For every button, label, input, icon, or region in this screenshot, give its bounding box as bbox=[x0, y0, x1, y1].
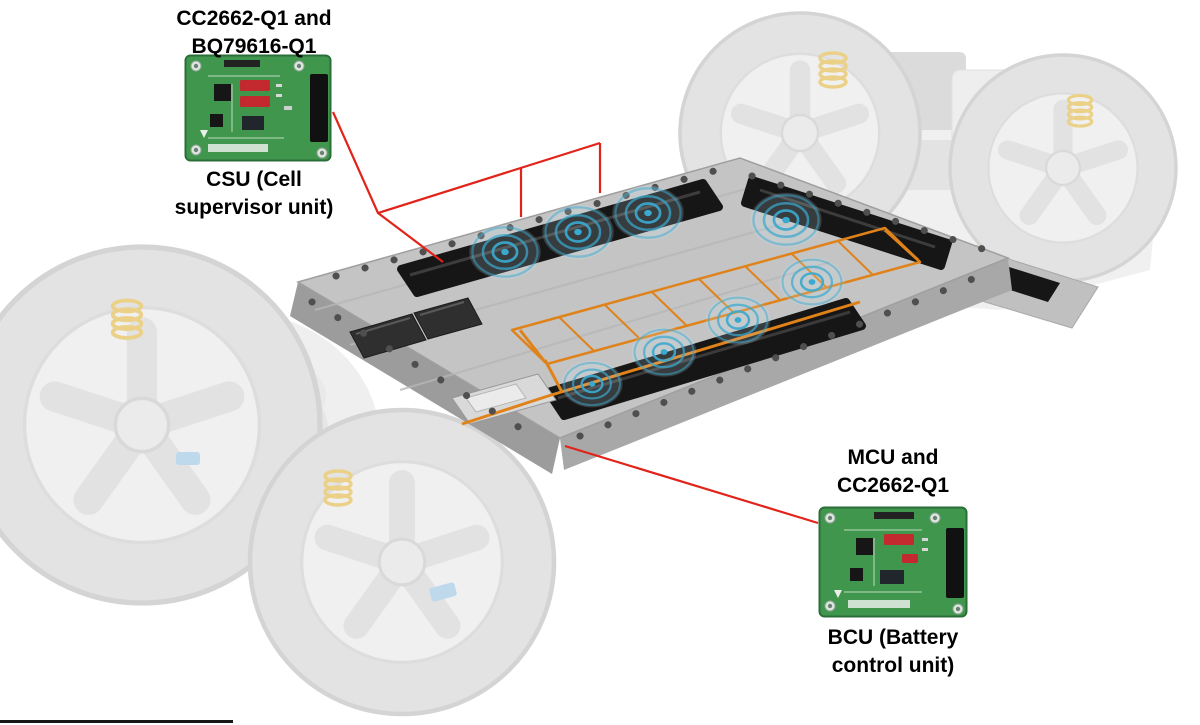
csu-board-image bbox=[184, 54, 332, 162]
wireless-signal-icon bbox=[630, 326, 698, 378]
csu-name-label: CSU (Cell supervisor unit) bbox=[118, 166, 390, 221]
csu-chip-label-line2: BQ79616-Q1 bbox=[191, 34, 317, 58]
wireless-signal-icon bbox=[778, 256, 846, 308]
callout-lines bbox=[331, 111, 819, 525]
bcu-name-label: BCU (Battery control unit) bbox=[758, 624, 1028, 679]
csu-name-label-line2: supervisor unit) bbox=[174, 195, 334, 219]
board-connector bbox=[310, 74, 328, 142]
bcu-name-label-line1: BCU (Battery bbox=[827, 626, 959, 649]
wireless-signal-icon bbox=[540, 203, 616, 261]
csu-name-label-line1: CSU (Cell bbox=[206, 168, 302, 191]
battery-disconnect-unit bbox=[413, 297, 483, 340]
circuit-board-image bbox=[184, 54, 332, 162]
bottom-border-fragment bbox=[0, 720, 233, 723]
board-connector bbox=[946, 528, 964, 598]
circuit-board-image bbox=[818, 506, 968, 618]
csu-chip-label-line1: CC2662-Q1 and bbox=[176, 7, 332, 30]
bcu-callout-line bbox=[564, 444, 819, 525]
bcu-board-image bbox=[818, 506, 968, 618]
battery-disconnect-unit bbox=[349, 313, 427, 359]
csu-callout-line bbox=[377, 141, 601, 215]
bcu-name-label-line2: control unit) bbox=[831, 653, 955, 677]
csu-chip-label: CC2662-Q1 and BQ79616-Q1 bbox=[118, 5, 390, 60]
wireless-signal-icon bbox=[748, 191, 824, 249]
wireless-signal-icon bbox=[560, 359, 624, 409]
bcu-chip-label-line1: MCU and bbox=[847, 446, 939, 469]
wireless-signal-icon bbox=[610, 184, 686, 242]
bcu-chip-label-line2: CC2662-Q1 bbox=[836, 473, 950, 497]
wireless-signal-icon bbox=[704, 294, 772, 346]
battery-module-row bbox=[510, 226, 922, 366]
bcu-chip-label: MCU and CC2662-Q1 bbox=[775, 444, 1011, 499]
wireless-signal-icon bbox=[467, 223, 543, 281]
